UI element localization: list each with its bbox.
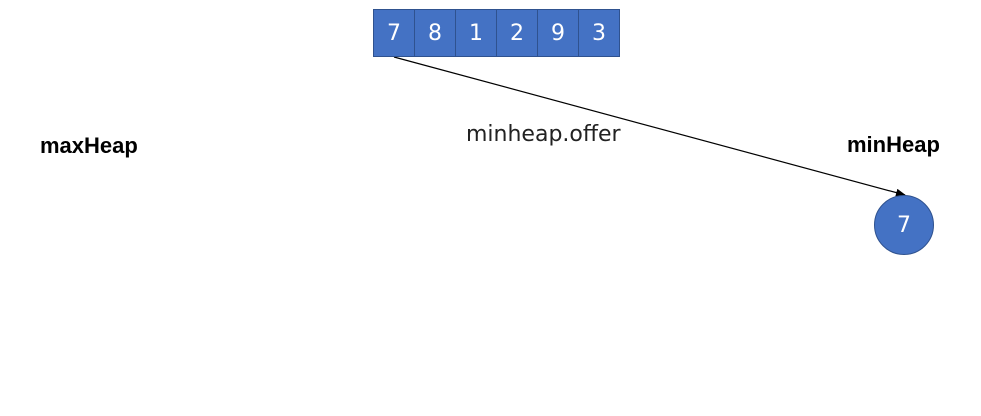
operation-label: minheap.offer [466, 122, 621, 147]
min-heap-label: minHeap [847, 132, 940, 157]
input-array: 7 8 1 2 9 3 [373, 9, 620, 57]
array-cell: 2 [496, 9, 538, 57]
array-cell: 8 [414, 9, 456, 57]
array-cell: 3 [578, 9, 620, 57]
max-heap-label: maxHeap [40, 133, 138, 158]
array-cell: 9 [537, 9, 579, 57]
array-cell: 7 [373, 9, 415, 57]
array-cell: 1 [455, 9, 497, 57]
min-heap-node: 7 [874, 195, 934, 255]
